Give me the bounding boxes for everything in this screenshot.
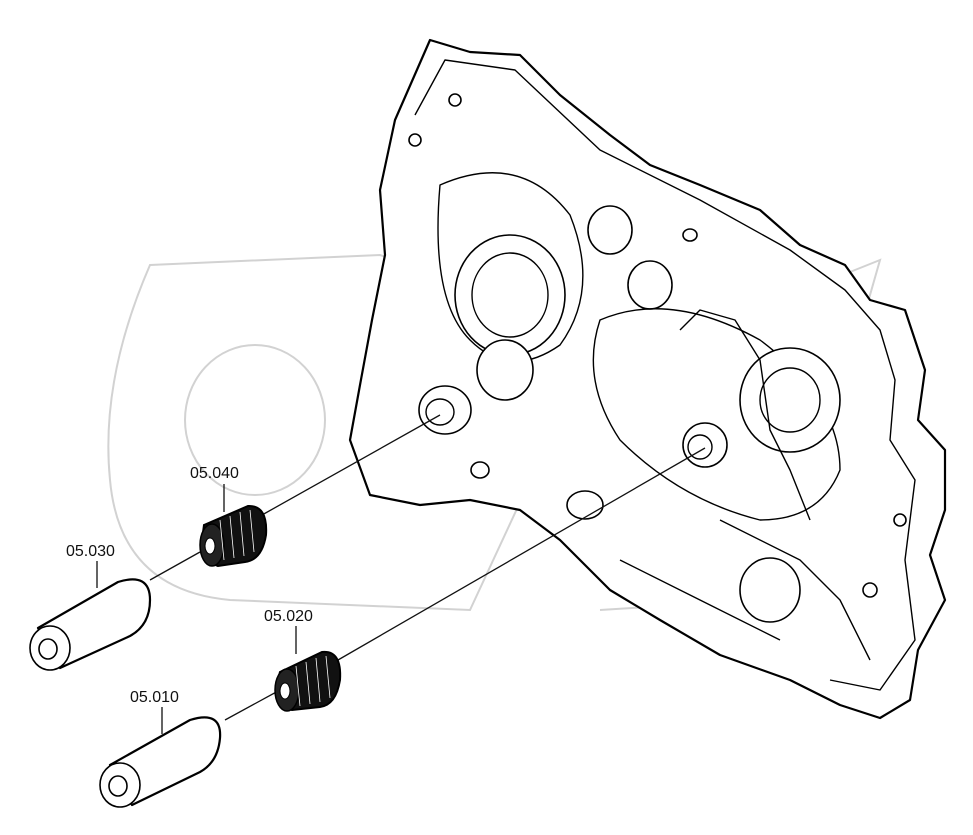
bushing-upper — [29, 578, 152, 671]
part-label-05-010: 05.010 — [130, 689, 179, 706]
part-label-05-020: 05.020 — [264, 608, 313, 625]
axis-lines — [149, 414, 706, 721]
label-leaders — [96, 484, 297, 734]
bushing-lower — [99, 716, 222, 808]
part-label-05-030: 05.030 — [66, 543, 115, 560]
gearbox-housing — [348, 38, 947, 720]
part-label-05-040: 05.040 — [190, 465, 239, 482]
needle-bearing-lower — [274, 650, 342, 712]
needle-bearing-upper — [199, 504, 268, 568]
